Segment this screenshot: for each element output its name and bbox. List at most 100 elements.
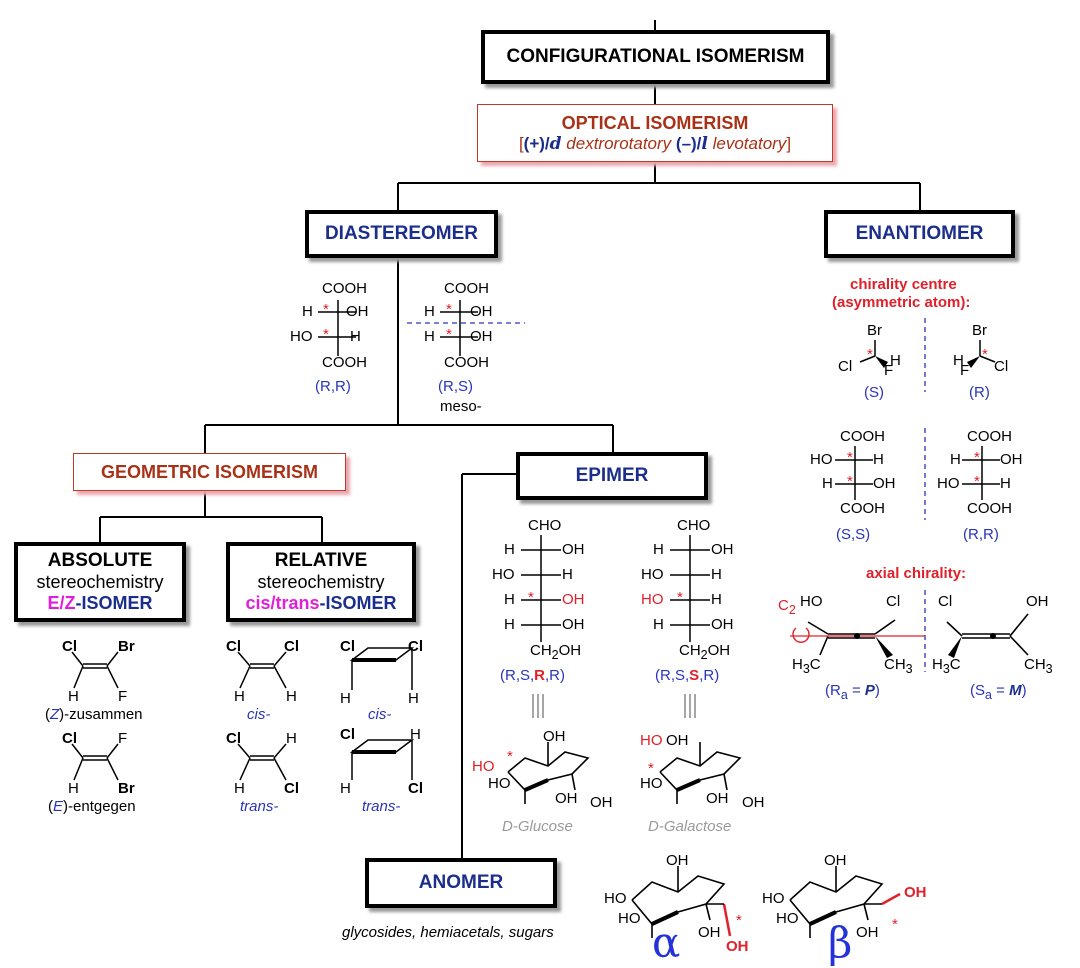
anomer-label: ANOMER — [418, 872, 504, 893]
z-letter: Z — [50, 706, 60, 723]
pa-ch3: CH3 — [884, 656, 913, 676]
d-symbol: d — [549, 133, 562, 154]
sa-open: (S — [970, 682, 985, 699]
gal-ch2oh-ch: CH — [679, 642, 701, 659]
ez-isomer-text: -ISOMER — [75, 593, 153, 613]
plus-sign: (+)/ — [523, 133, 550, 153]
s-cl: Cl — [838, 358, 853, 375]
gal-config-c: ,R) — [699, 667, 720, 684]
c2-sub: 2 — [788, 603, 796, 617]
gal-oh1: OH — [711, 541, 734, 558]
geometric-isomerism-box: GEOMETRIC ISOMERISM — [73, 453, 346, 491]
chirality-centre-label: chirality centre — [850, 276, 957, 293]
gal-config: (R,S,S,R) — [655, 667, 719, 684]
ss-label: (S,S) — [836, 526, 871, 543]
dglucose-label: D-Glucose — [502, 818, 573, 835]
gal-h4: H — [653, 616, 664, 633]
rs-cooh-top: COOH — [444, 280, 489, 297]
rr-ho2: HO — [290, 328, 313, 345]
sa-label: (Sa = M) — [970, 682, 1027, 702]
r-h: H — [953, 352, 964, 369]
minus-sign: (–)/ — [675, 133, 702, 153]
ma-ch3-sub: 3 — [1045, 662, 1053, 676]
rr2-cooh-top: COOH — [967, 428, 1012, 445]
absolute-box: ABSOLUTE stereochemistry E/Z-ISOMER — [14, 542, 186, 622]
trans-alkene-label: trans- — [240, 798, 279, 815]
sa-close: ) — [1021, 682, 1027, 699]
trans-ring-label: trans- — [362, 798, 401, 815]
glc-chair-star: * — [507, 748, 513, 765]
glc-chair-oh-top: OH — [543, 728, 566, 745]
ra-p: P — [864, 682, 875, 699]
r-f: F — [960, 362, 970, 379]
cis-ring-cl2: Cl — [408, 638, 423, 655]
e-open: ( — [48, 798, 53, 815]
rr-h2: H — [350, 328, 361, 345]
cis-ring-label: cis- — [368, 706, 392, 723]
cis-alkene-cl2: Cl — [284, 638, 299, 655]
alpha-ho1: HO — [604, 890, 627, 907]
glc-h4: H — [504, 616, 515, 633]
gal-chair-ho2: HO — [640, 775, 663, 792]
gal-h1: H — [653, 541, 664, 558]
glc-oh4: OH — [562, 616, 585, 633]
r-star: * — [982, 346, 988, 363]
bracket-close: ] — [786, 133, 792, 153]
cis-ring-h2: H — [408, 690, 419, 707]
trans-ring-cl2: Cl — [408, 780, 423, 797]
configurational-isomerism-box: CONFIGURATIONAL ISOMERISM — [481, 30, 830, 84]
glc-config-b: R — [534, 667, 546, 684]
e-letter: E — [53, 798, 64, 815]
gal-oh4: OH — [711, 616, 734, 633]
pa-h3c-h: H — [792, 656, 803, 673]
glc-ch2oh-ch: CH — [530, 642, 552, 659]
diastereomer-box: DIASTEREOMER — [305, 210, 498, 258]
ma-oh: OH — [1026, 593, 1049, 610]
rr-label: (R,R) — [315, 378, 351, 395]
pa-h3c: H3C — [792, 656, 821, 676]
anomer-box: ANOMER — [365, 858, 557, 908]
cistrans-isomer-label: cis/trans-ISOMER — [245, 593, 396, 614]
rs-star2: * — [446, 326, 452, 343]
rr2-cooh-bottom: COOH — [967, 500, 1012, 517]
glc-star: * — [528, 589, 534, 606]
beta-star: * — [892, 916, 898, 933]
pa-ho: HO — [800, 593, 823, 610]
relative-box: RELATIVE stereochemistry cis/trans-ISOME… — [226, 542, 416, 622]
glc-chair-oh4: OH — [590, 794, 613, 811]
gal-star: * — [677, 589, 683, 606]
pa-h3c-sub: 3 — [802, 662, 810, 676]
gal-ho3: HO — [641, 591, 664, 608]
e-rest: )-entgegen — [63, 798, 136, 815]
z-h: H — [68, 688, 79, 705]
cis-alkene-cl1: Cl — [226, 638, 241, 655]
glc-oh3: OH — [562, 591, 585, 608]
ma-h3c-h: H — [932, 656, 943, 673]
ss-star1: * — [847, 449, 853, 466]
ma-ch3: CH3 — [1024, 656, 1053, 676]
pa-cl: Cl — [886, 593, 901, 610]
glc-h2: H — [562, 566, 573, 583]
gal-ch2oh-sub: 2 — [700, 648, 708, 662]
anomer-caption: glycosides, hemiacetals, sugars — [342, 924, 554, 941]
gal-h2: H — [711, 566, 722, 583]
ma-h3c: H3C — [932, 656, 961, 676]
cis-alkene-h1: H — [234, 688, 245, 705]
e-label: (E)-entgegen — [48, 798, 136, 815]
alpha-symbol: α — [652, 918, 681, 967]
pa-h3c-c: C — [809, 656, 821, 673]
z-open: ( — [45, 706, 50, 723]
cistrans-isomer-text: -ISOMER — [319, 593, 397, 613]
enantiomer-box: ENANTIOMER — [824, 210, 1015, 258]
rr-star1: * — [323, 301, 329, 318]
sa-m: M — [1009, 682, 1022, 699]
trans-ring-cl1: Cl — [340, 726, 355, 743]
r-label: (R) — [969, 384, 990, 401]
gal-chair-star: * — [648, 760, 654, 777]
ra-close: ) — [874, 682, 880, 699]
sa-sub: a — [985, 688, 992, 702]
ma-ch3-ch: CH — [1024, 656, 1046, 673]
ra-eq: = — [847, 682, 865, 699]
s-star: * — [867, 346, 873, 363]
epimer-label: EPIMER — [575, 465, 649, 486]
